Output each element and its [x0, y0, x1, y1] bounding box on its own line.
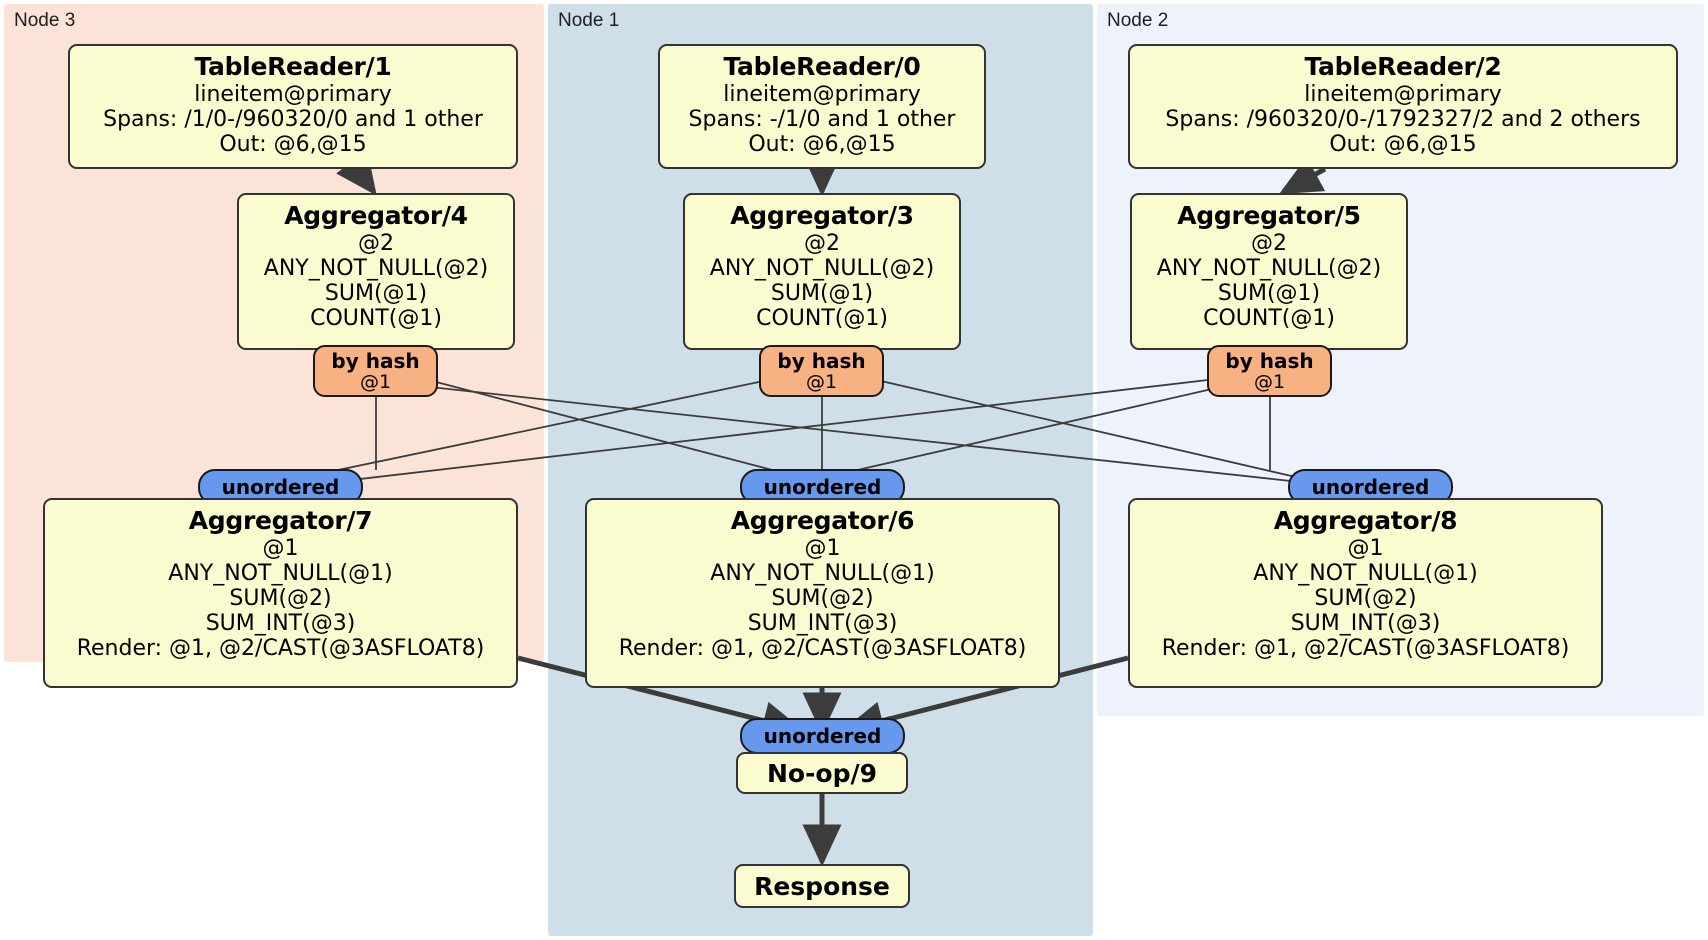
processor-title: Aggregator/5: [1177, 201, 1361, 230]
processor-line: Render: @1, @2/CAST(@3ASFLOAT8): [1161, 636, 1570, 661]
node-panel-label: Node 2: [1107, 10, 1169, 31]
processor-line: SUM_INT(@3): [1290, 611, 1441, 636]
processor-line: ANY_NOT_NULL(@2): [709, 256, 935, 281]
processor-line: Out: @6,@15: [1329, 132, 1477, 157]
processor-title: Aggregator/4: [284, 201, 468, 230]
badge-title: unordered: [763, 724, 882, 748]
processor-line: ANY_NOT_NULL(@1): [168, 561, 393, 586]
processor-title: TableReader/0: [723, 52, 921, 81]
input-badge-unordered-final[interactable]: unordered: [740, 718, 905, 754]
processor-line: COUNT(@1): [756, 306, 888, 331]
processor-line: SUM(@1): [324, 281, 428, 306]
processor-line: COUNT(@1): [310, 306, 442, 331]
processor-line: SUM(@2): [771, 586, 874, 611]
processor-line: @2: [804, 231, 840, 256]
badge-subtitle: @1: [359, 370, 392, 393]
badge-subtitle: @1: [805, 370, 838, 393]
processor-line: Render: @1, @2/CAST(@3ASFLOAT8): [76, 636, 485, 661]
processor-aggregator-4[interactable]: Aggregator/4 @2 ANY_NOT_NULL(@2) SUM(@1)…: [237, 193, 515, 350]
processor-aggregator-3[interactable]: Aggregator/3 @2 ANY_NOT_NULL(@2) SUM(@1)…: [683, 193, 961, 350]
processor-line: lineitem@primary: [194, 82, 392, 107]
processor-aggregator-8[interactable]: Aggregator/8 @1 ANY_NOT_NULL(@1) SUM(@2)…: [1128, 498, 1603, 688]
processor-aggregator-6[interactable]: Aggregator/6 @1 ANY_NOT_NULL(@1) SUM(@2)…: [585, 498, 1060, 688]
badge-subtitle: @1: [1253, 370, 1286, 393]
processor-line: @1: [804, 536, 841, 561]
processor-line: @1: [1347, 536, 1384, 561]
processor-title: No-op/9: [766, 758, 878, 788]
processor-line: Spans: /960320/0-/1792327/2 and 2 others: [1165, 107, 1641, 132]
processor-aggregator-5[interactable]: Aggregator/5 @2 ANY_NOT_NULL(@2) SUM(@1)…: [1130, 193, 1408, 350]
badge-title: by hash: [1225, 348, 1314, 373]
processor-line: ANY_NOT_NULL(@2): [263, 256, 489, 281]
badge-title: unordered: [1311, 475, 1430, 499]
output-badge-by-hash-center[interactable]: by hash @1: [759, 345, 884, 397]
processor-line: Spans: -/1/0 and 1 other: [688, 107, 956, 132]
processor-line: @2: [1251, 231, 1287, 256]
processor-response[interactable]: Response: [734, 864, 910, 908]
processor-line: SUM(@1): [770, 281, 874, 306]
processor-line: Spans: /1/0-/960320/0 and 1 other: [103, 107, 483, 132]
processor-title: TableReader/1: [194, 52, 392, 81]
processor-tablereader-0[interactable]: TableReader/0 lineitem@primary Spans: -/…: [658, 44, 986, 169]
processor-line: Out: @6,@15: [219, 132, 367, 157]
processor-title: Aggregator/7: [188, 506, 373, 535]
output-badge-by-hash-left[interactable]: by hash @1: [313, 345, 438, 397]
processor-line: SUM(@2): [229, 586, 332, 611]
processor-title: Aggregator/8: [1273, 506, 1458, 535]
processor-line: SUM_INT(@3): [205, 611, 356, 636]
processor-line: lineitem@primary: [723, 82, 921, 107]
processor-line: @2: [358, 231, 394, 256]
badge-title: by hash: [777, 348, 866, 373]
processor-tablereader-2[interactable]: TableReader/2 lineitem@primary Spans: /9…: [1128, 44, 1678, 169]
badge-title: by hash: [331, 348, 420, 373]
badge-title: unordered: [221, 475, 340, 499]
processor-title: Aggregator/6: [730, 506, 915, 535]
node-panel-label: Node 3: [14, 10, 76, 31]
processor-title: TableReader/2: [1304, 52, 1502, 81]
processor-noop-9[interactable]: No-op/9: [736, 752, 908, 794]
processor-line: SUM_INT(@3): [747, 611, 898, 636]
processor-line: @1: [262, 536, 299, 561]
output-badge-by-hash-right[interactable]: by hash @1: [1207, 345, 1332, 397]
badge-title: unordered: [763, 475, 882, 499]
processor-line: SUM(@2): [1314, 586, 1417, 611]
processor-line: SUM(@1): [1217, 281, 1321, 306]
processor-line: ANY_NOT_NULL(@1): [710, 561, 935, 586]
node-panel-label: Node 1: [558, 10, 620, 31]
processor-line: ANY_NOT_NULL(@2): [1156, 256, 1382, 281]
processor-tablereader-1[interactable]: TableReader/1 lineitem@primary Spans: /1…: [68, 44, 518, 169]
processor-line: Render: @1, @2/CAST(@3ASFLOAT8): [618, 636, 1027, 661]
processor-line: COUNT(@1): [1203, 306, 1335, 331]
processor-aggregator-7[interactable]: Aggregator/7 @1 ANY_NOT_NULL(@1) SUM(@2)…: [43, 498, 518, 688]
processor-title: Aggregator/3: [730, 201, 914, 230]
processor-line: Out: @6,@15: [748, 132, 896, 157]
processor-line: ANY_NOT_NULL(@1): [1253, 561, 1478, 586]
processor-title: Response: [754, 871, 890, 901]
processor-line: lineitem@primary: [1304, 82, 1502, 107]
